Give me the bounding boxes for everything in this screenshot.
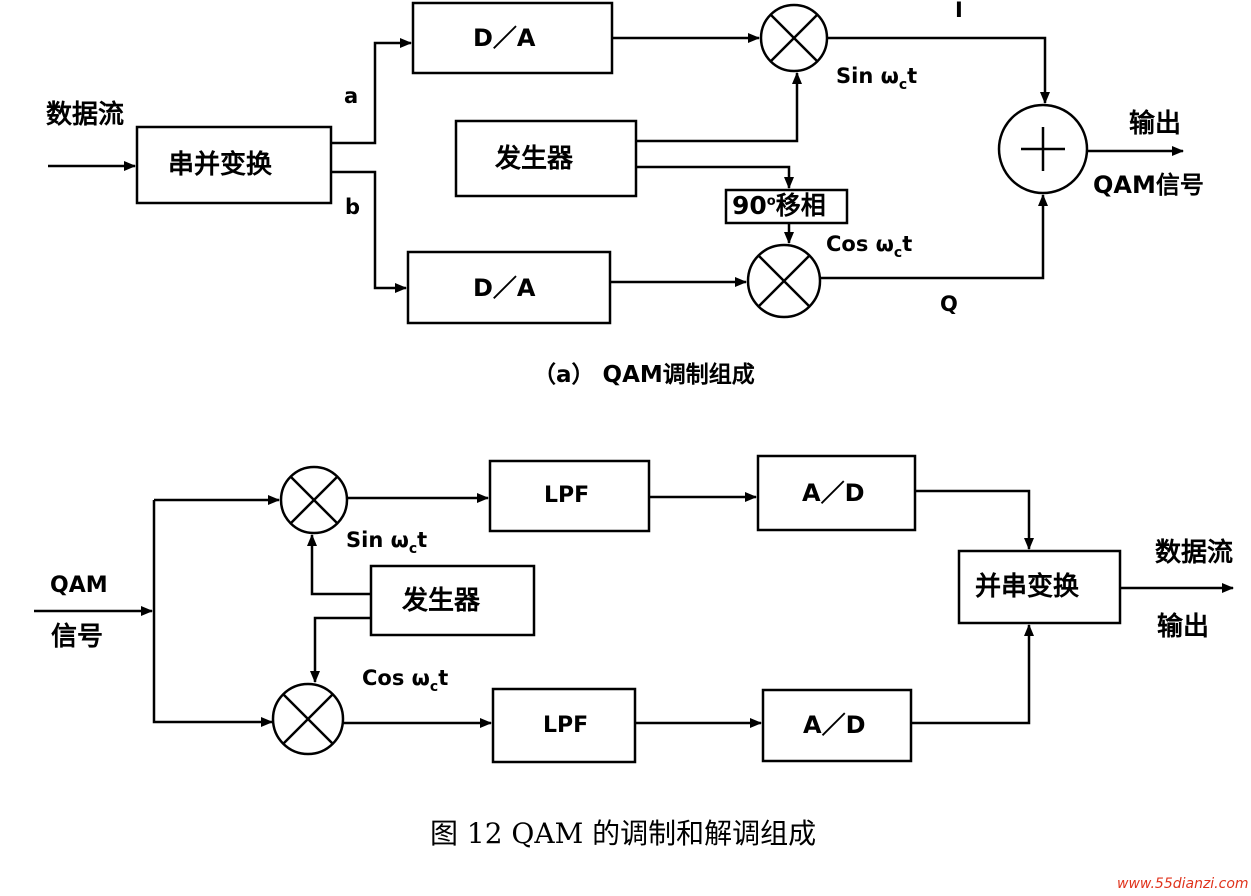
- generator-block-demod: [369, 564, 536, 637]
- ad-bottom-block: [761, 688, 913, 763]
- ad-top-block: [756, 454, 917, 532]
- output-signal-label: QAM信号: [1093, 171, 1204, 199]
- branch-a-line: [331, 38, 412, 145]
- split-to-mult-top: [152, 500, 273, 727]
- watermark: www.55dianzi.com: [1117, 876, 1249, 892]
- da-top-label: D／A: [473, 24, 536, 52]
- lpf-bottom-label: LPF: [543, 713, 589, 738]
- phase-shift-label: 90o移相: [732, 191, 826, 220]
- figure-caption: 图 12 QAM 的调制和解调组成: [430, 817, 817, 850]
- lpf-top-label: LPF: [544, 483, 590, 508]
- output-label: 输出: [1129, 109, 1182, 139]
- ad-top-label: A／D: [802, 479, 865, 507]
- i-label: I: [955, 0, 963, 22]
- sin-carrier-label-mod: Sin ωct: [836, 64, 918, 93]
- q-label: Q: [940, 292, 958, 316]
- gen-to-mult-bottom-demod: [310, 616, 371, 683]
- data-output-label-line1: 数据流: [1155, 538, 1234, 568]
- data-output-label-line2: 输出: [1157, 612, 1210, 642]
- qam-input-label-line1: QAM: [50, 573, 108, 598]
- generator-label-demod: 发生器: [402, 586, 481, 616]
- multiplier-bottom-mod: [746, 243, 822, 319]
- q-path: [820, 194, 1048, 280]
- generator-label-mod: 发生器: [495, 144, 574, 174]
- lpf-bottom-block: [491, 687, 637, 764]
- multiplier-bottom-demod: [271, 682, 345, 756]
- ad-bottom-to-ps: [911, 624, 1034, 725]
- serial-parallel-label: 串并变换: [168, 150, 273, 180]
- parallel-serial-label: 并串变换: [975, 572, 1080, 602]
- gen-to-mult-top: [636, 72, 802, 143]
- gen-to-phase: [636, 165, 794, 189]
- sin-carrier-label-demod: Sin ωct: [346, 528, 428, 557]
- da-bottom-label: D／A: [473, 274, 536, 302]
- cos-carrier-label-demod: Cos ωct: [362, 666, 449, 695]
- multiplier-top-demod: [279, 465, 349, 535]
- gen-to-mult-top-demod: [307, 534, 371, 596]
- qam-input-label-line2: 信号: [51, 622, 104, 652]
- multiplier-top-mod: [759, 3, 829, 73]
- i-path: [827, 36, 1050, 104]
- ad-bottom-label: A／D: [803, 711, 866, 739]
- branch-a-label: a: [344, 84, 359, 108]
- branch-b-label: b: [345, 195, 361, 219]
- da-bottom-block: [406, 250, 612, 325]
- cos-carrier-label-mod: Cos ωct: [826, 232, 913, 261]
- branch-b-line: [331, 170, 407, 293]
- ad-top-to-ps: [915, 489, 1034, 550]
- phase-shift-block: [724, 188, 849, 225]
- serial-parallel-block: [135, 125, 333, 205]
- generator-block-mod: [454, 119, 638, 198]
- caption-a: （a） QAM调制组成: [533, 362, 755, 388]
- adder: [997, 103, 1089, 195]
- input-label: 数据流: [46, 100, 125, 130]
